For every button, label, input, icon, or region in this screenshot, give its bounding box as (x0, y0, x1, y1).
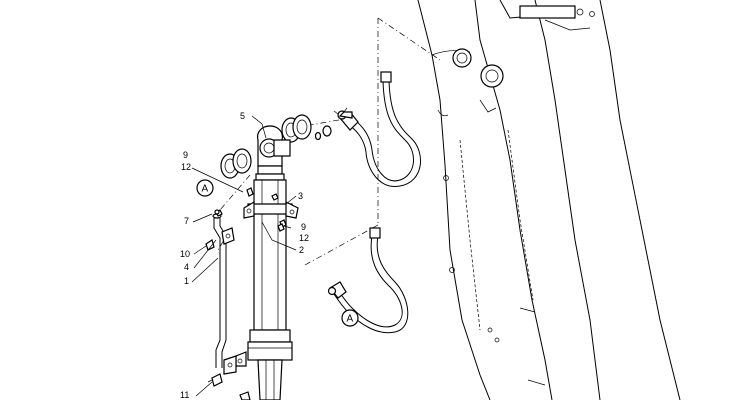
callout-9-left: 9 (183, 150, 188, 160)
callout-labels: 5 9 12 3 7 9 12 2 10 4 1 11 (180, 111, 309, 400)
callout-9-right: 9 (301, 222, 306, 232)
callout-1: 1 (184, 276, 189, 286)
marker-a-hose-label: A (347, 314, 354, 325)
callout-12-left: 12 (181, 162, 191, 172)
orings (220, 114, 332, 179)
boom-structure (417, 0, 681, 400)
lower-hose (327, 227, 409, 334)
callout-4: 4 (184, 262, 189, 272)
leader-lines (191, 115, 297, 397)
marker-a-hose: A (341, 309, 359, 327)
callout-2: 2 (299, 245, 304, 255)
small-bolt-top (333, 110, 353, 119)
hydraulic-cylinder (235, 125, 299, 400)
upper-hose (337, 71, 421, 187)
callout-11: 11 (180, 390, 189, 400)
callout-5: 5 (240, 111, 245, 121)
pipe-assembly (205, 193, 287, 400)
callout-10: 10 (180, 249, 190, 259)
small-hardware (214, 187, 285, 232)
marker-a-left: A (196, 179, 214, 197)
marker-a-left-label: A (202, 184, 209, 195)
callout-7: 7 (184, 216, 189, 226)
callout-12-right: 12 (299, 233, 309, 243)
callout-3: 3 (298, 191, 303, 201)
